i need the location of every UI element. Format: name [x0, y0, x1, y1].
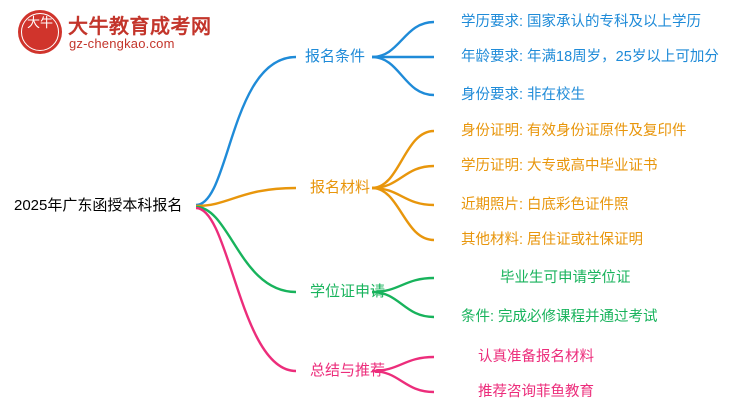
leaf-label-3-1: 毕业生可申请学位证 [500, 270, 631, 286]
leaf-label-4-1: 认真准备报名材料 [478, 349, 594, 365]
leaf-label-2-4: 其他材料: 居住证或社保证明 [461, 232, 644, 248]
leaf-label-2-1: 身份证明: 有效身份证原件及复印件 [461, 123, 687, 139]
leaf-label-3-2: 条件: 完成必修课程并通过考试 [461, 309, 658, 325]
logo-title: 大牛教育成考网 [68, 16, 212, 38]
leaf-label-1-2: 年龄要求: 年满18周岁，25岁以上可加分 [461, 49, 719, 65]
leaf-label-2-2: 学历证明: 大专或高中毕业证书 [461, 158, 658, 174]
logo-badge-label: 大牛 [26, 15, 53, 30]
leaf-label-1-1: 学历要求: 国家承认的专科及以上学历 [461, 14, 702, 30]
mindmap-root-label: 2025年广东函授本科报名 [14, 197, 183, 214]
branch-label-1: 报名条件 [305, 48, 366, 65]
logo-badge-icon: 大牛 [18, 10, 62, 54]
site-logo: 大牛 大牛教育成考网 gz-chengkao.com [18, 8, 226, 58]
branch-label-3: 学位证申请 [310, 283, 386, 300]
leaf-label-2-3: 近期照片: 白底彩色证件照 [461, 197, 629, 213]
logo-badge-ring [21, 13, 59, 51]
logo-subtitle: gz-chengkao.com [69, 36, 175, 51]
branch-label-4: 总结与推荐 [310, 362, 386, 379]
branch-label-2: 报名材料 [310, 179, 371, 196]
leaf-label-4-2: 推荐咨询菲鱼教育 [478, 384, 594, 400]
leaf-label-1-3: 身份要求: 非在校生 [461, 87, 586, 103]
